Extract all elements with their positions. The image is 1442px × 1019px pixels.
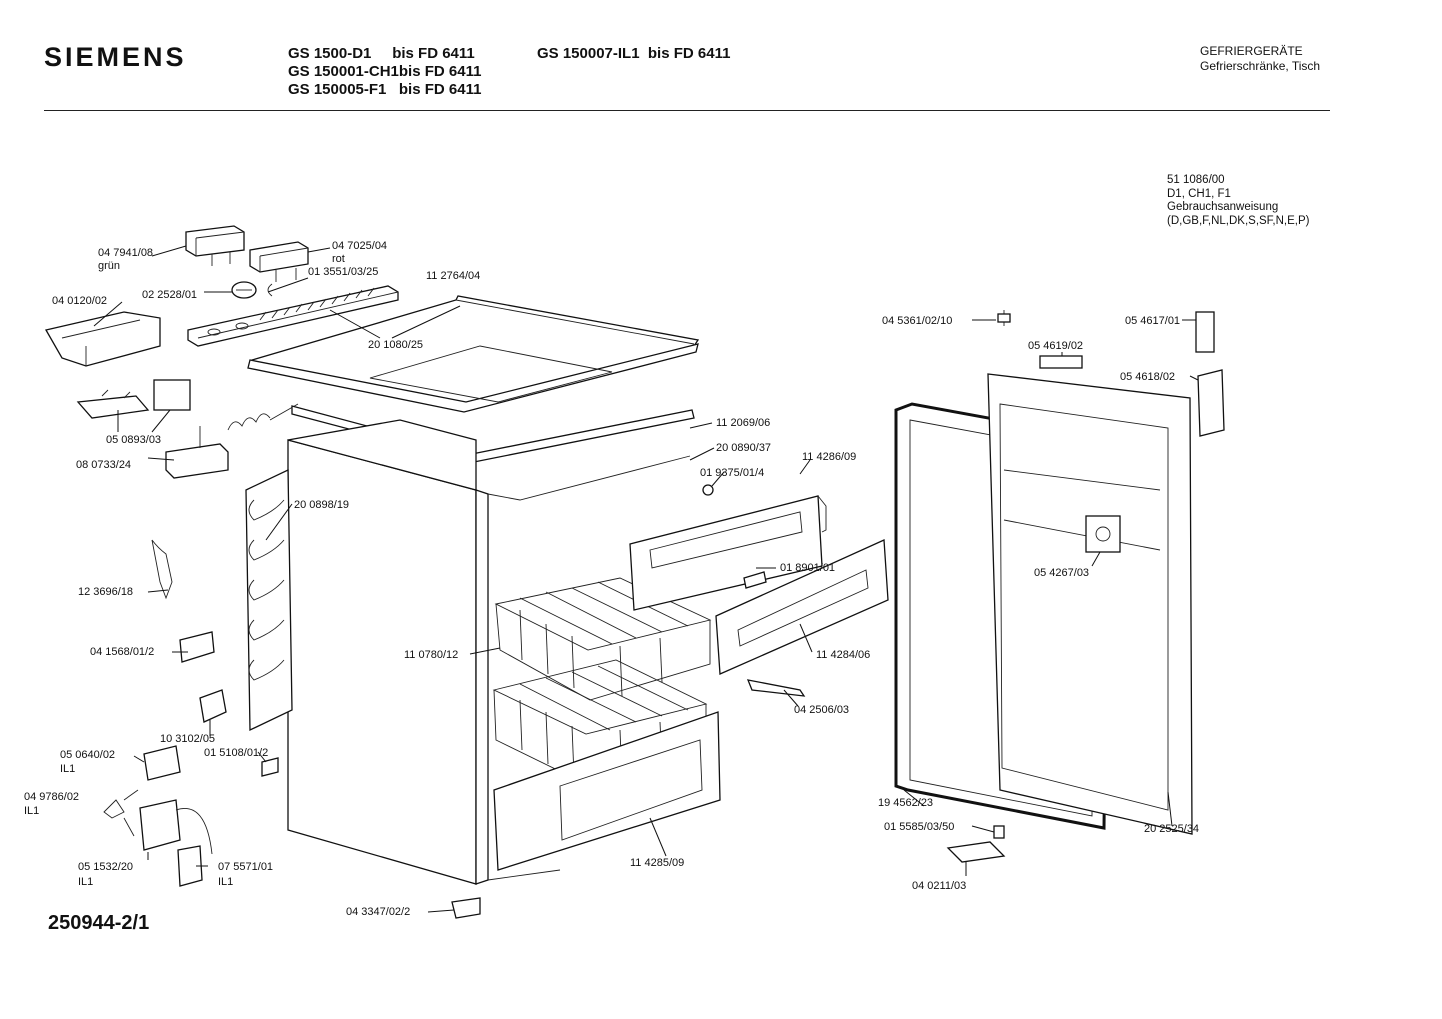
label-047941-note: grün [98, 260, 120, 272]
hinge-pin-part [451, 897, 481, 919]
label-110780: 11 0780/12 [404, 649, 458, 661]
elbow-part [199, 689, 227, 723]
label-112069: 11 2069/06 [716, 417, 770, 429]
label-013551: 01 3551/03/25 [308, 266, 378, 278]
label-040120: 04 0120/02 [52, 295, 107, 307]
label-047025-note: rot [332, 253, 345, 265]
label-103102: 10 3102/05 [160, 733, 215, 745]
label-018901: 01 8901/01 [780, 562, 835, 574]
doc-line: Gebrauchsanweisung [1167, 201, 1279, 213]
motor-bracket-part [177, 845, 203, 887]
label-019375: 01 9375/01/4 [700, 467, 764, 479]
label-054267: 05 4267/03 [1034, 567, 1089, 579]
knob-part [231, 281, 257, 299]
relay-part [143, 745, 181, 781]
label-050640-note: IL1 [60, 763, 75, 775]
button-red-part [249, 241, 309, 282]
button-green-part [185, 225, 245, 266]
trim-strip-part [1039, 355, 1083, 369]
label-043347: 04 3347/02/2 [346, 906, 410, 918]
doc-line: (D,GB,F,NL,DK,S,SF,N,E,P) [1167, 214, 1310, 227]
label-015108: 01 5108/01/2 [204, 747, 268, 759]
label-114284: 11 4284/06 [816, 649, 870, 661]
worktop-lid-part [247, 343, 699, 413]
label-049786-note: IL1 [24, 805, 39, 817]
doc-line: D1, CH1, F1 [1167, 187, 1231, 200]
screw2-part [743, 571, 767, 589]
brand-logo: SIEMENS [44, 42, 187, 72]
category-subtitle: Gefrierschränke, Tisch [1200, 59, 1321, 73]
label-051532: 05 1532/20 [78, 861, 133, 873]
label-112764: 11 2764/04 [426, 270, 480, 282]
label-200890: 20 0890/37 [716, 442, 771, 454]
fan-cable [175, 808, 213, 855]
label-045361: 04 5361/02/10 [882, 315, 952, 327]
document-info: 51 1086/00 D1, CH1, F1 Gebrauchsanweisun… [1167, 174, 1310, 228]
model-line-4: GS 150007-IL1 bis FD 6411 [537, 45, 731, 62]
condenser-part [245, 468, 293, 732]
label-054618: 05 4618/02 [1120, 371, 1175, 383]
control-panel-part [187, 285, 399, 347]
model-line-2: GS 150001-CH1bis FD 6411 [288, 63, 482, 80]
label-194562: 19 4562/23 [878, 797, 933, 809]
label-114286: 11 4286/09 [802, 451, 856, 463]
fan-blade-part [103, 789, 139, 837]
label-054617: 05 4617/01 [1125, 315, 1180, 327]
door-cover-part [1197, 369, 1225, 437]
leader-lines [93, 245, 1199, 913]
freezer-flap-part [629, 495, 827, 611]
drawing-number: 250944-2/1 [48, 912, 150, 934]
fan-motor-part [139, 799, 181, 851]
label-047941: 04 7941/08 [98, 247, 153, 259]
label-047025: 04 7025/04 [332, 240, 387, 252]
label-080733: 08 0733/24 [76, 459, 131, 471]
bracket-part [45, 311, 161, 367]
capillary-part [151, 539, 173, 600]
model-line-3: GS 150005-F1 bis FD 6411 [288, 81, 482, 98]
label-050640: 05 0640/02 [60, 749, 115, 761]
label-042506: 04 2506/03 [794, 704, 849, 716]
label-075571-note: IL1 [218, 876, 233, 888]
label-049786: 04 9786/02 [24, 791, 79, 803]
label-015585: 01 5585/03/50 [884, 821, 954, 833]
lower-flap-part [715, 539, 889, 675]
label-040211: 04 0211/03 [912, 880, 966, 892]
label-054619: 05 4619/02 [1028, 340, 1083, 352]
label-123696: 12 3696/18 [78, 586, 133, 598]
label-051532-note: IL1 [78, 876, 93, 888]
hinge-bottom-part [946, 825, 1006, 863]
door-panel-part [987, 373, 1193, 835]
hinge-screw-top-part [997, 310, 1011, 326]
clamp-part [179, 631, 215, 663]
model-line-1: GS 1500-D1 bis FD 6411 [288, 45, 475, 62]
label-202525: 20 2525/34 [1144, 823, 1199, 835]
label-075571: 07 5571/01 [218, 861, 273, 873]
label-050893: 05 0893/03 [106, 434, 161, 446]
header-divider [44, 110, 1330, 111]
label-022528: 02 2528/01 [142, 289, 197, 301]
drawer-part [493, 711, 721, 871]
spring-clip [267, 283, 273, 297]
cabinet-part [287, 419, 691, 885]
label-114285: 11 4285/09 [630, 857, 684, 869]
end-cap-part [1195, 311, 1215, 353]
doc-line: 51 1086/00 [1167, 174, 1225, 186]
label-041568: 04 1568/01/2 [90, 646, 154, 658]
clip-part [261, 757, 279, 777]
label-200898: 20 0898/19 [294, 499, 349, 511]
thermostat-bracket-part [76, 379, 191, 419]
label-201080: 20 1080/25 [368, 339, 423, 351]
screw-part [702, 484, 714, 496]
thermostat-part [165, 403, 299, 479]
category-title: GEFRIERGERÄTE [1200, 44, 1303, 58]
hinge-bracket-part [746, 679, 806, 697]
